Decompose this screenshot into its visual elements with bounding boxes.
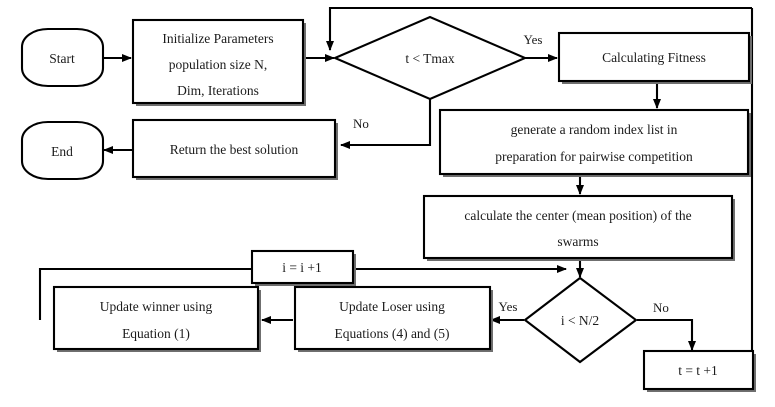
- node-increment-t: t = t +1: [642, 349, 756, 392]
- node-increment-i: i = i +1: [250, 249, 356, 286]
- node-update-winner-line2: Equation (1): [122, 326, 190, 341]
- node-center-line1: calculate the center (mean position) of …: [464, 208, 691, 223]
- node-update-loser: Update Loser using Equations (4) and (5): [293, 285, 493, 352]
- node-decision-i-label: i < N/2: [561, 313, 599, 328]
- edge-label-i-yes: Yes: [499, 299, 518, 314]
- node-increment-t-label: t = t +1: [678, 363, 718, 378]
- node-start: Start: [20, 27, 105, 88]
- node-update-loser-line2: Equations (4) and (5): [334, 326, 449, 341]
- node-center: calculate the center (mean position) of …: [422, 194, 735, 261]
- node-update-loser-line1: Update Loser using: [339, 299, 445, 314]
- node-random-index-line1: generate a random index list in: [511, 122, 678, 137]
- node-decision-t-label: t < Tmax: [405, 51, 455, 66]
- node-update-winner: Update winner using Equation (1): [52, 285, 261, 352]
- edge-label-i-no: No: [653, 300, 669, 315]
- edge-decision-i-no-to-increment-t: [637, 318, 696, 351]
- node-return-best: Return the best solution: [131, 118, 338, 180]
- edge-increment-i-feedback: [38, 265, 567, 320]
- node-fitness-label: Calculating Fitness: [602, 50, 706, 65]
- edge-decision-t-no-to-return-best: [340, 98, 432, 149]
- edge-label-t-no: No: [353, 116, 369, 131]
- node-update-winner-line1: Update winner using: [100, 299, 213, 314]
- node-decision-i: i < N/2: [523, 276, 638, 364]
- node-start-label: Start: [49, 51, 75, 66]
- node-init: Initialize Parameters population size N,…: [131, 18, 306, 106]
- node-increment-i-label: i = i +1: [282, 260, 322, 275]
- node-end-label: End: [51, 144, 73, 159]
- node-fitness: Calculating Fitness: [557, 31, 752, 84]
- node-random-index-line2: preparation for pairwise competition: [495, 149, 693, 164]
- edge-loop-back-top: [326, 6, 752, 51]
- edge-label-t-yes: Yes: [524, 32, 543, 47]
- node-return-best-label: Return the best solution: [170, 142, 299, 157]
- node-random-index: generate a random index list in preparat…: [438, 108, 751, 177]
- node-init-line2: population size N,: [169, 57, 268, 72]
- node-decision-t: t < Tmax: [332, 15, 528, 101]
- node-init-line3: Dim, Iterations: [177, 83, 259, 98]
- node-end: End: [20, 120, 105, 181]
- node-center-line2: swarms: [557, 234, 598, 249]
- node-init-line1: Initialize Parameters: [162, 31, 273, 46]
